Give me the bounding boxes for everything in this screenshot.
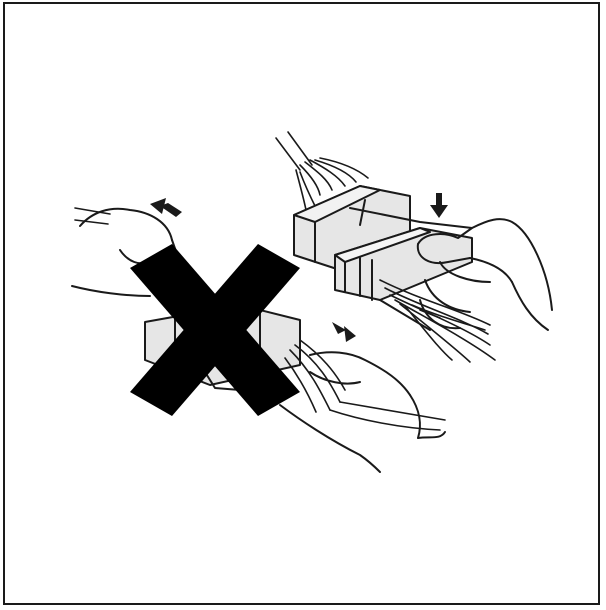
pull-arrow-up-left-icon — [150, 198, 182, 217]
pull-arrow-right-icon — [332, 322, 356, 342]
press-lock-arrow-icon — [430, 193, 448, 218]
hand-pulling-right — [280, 352, 445, 472]
wire-bundle-center — [285, 340, 445, 430]
correct-method-panel — [276, 132, 552, 362]
